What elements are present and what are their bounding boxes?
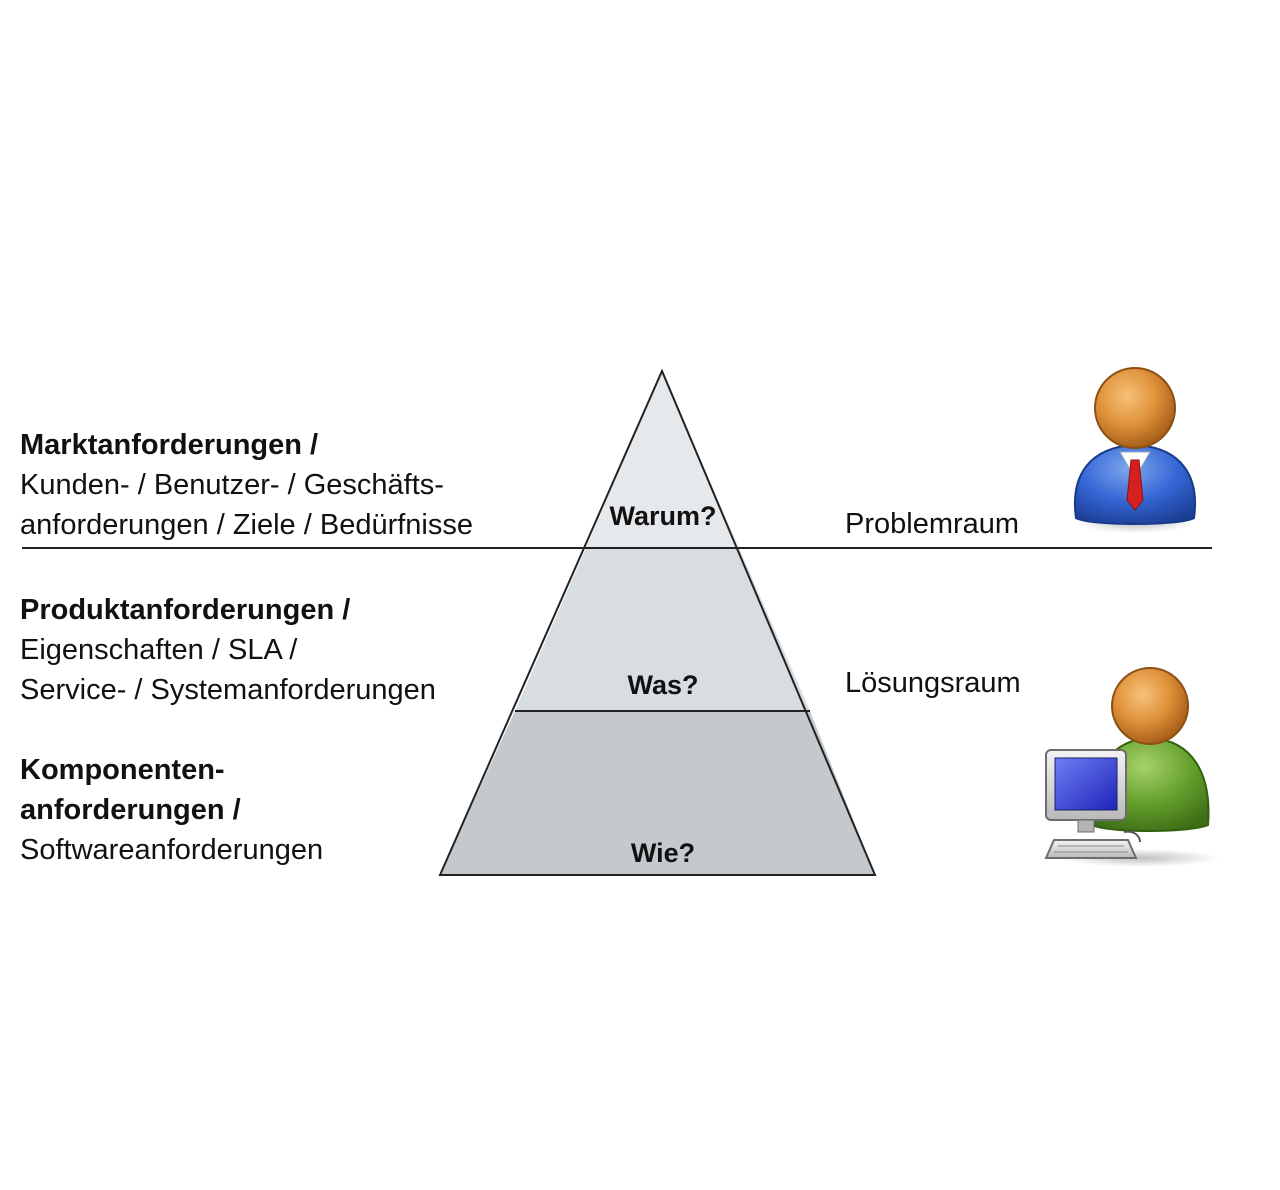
problem-space-label: Problemraum: [845, 508, 1020, 540]
product-requirements-line-1: Eigenschaften / SLA /: [20, 634, 298, 666]
market-requirements-line-1: Kunden- / Benutzer- / Geschäfts-: [20, 469, 444, 501]
market-requirements-title: Marktanforderungen /: [20, 429, 319, 461]
computer-user-icon: [1044, 667, 1220, 867]
component-requirements-title-2: anforderungen /: [20, 794, 241, 826]
market-requirements-line-2: anforderungen / Ziele / Bedürfnisse: [20, 509, 473, 541]
pyramid-outline: [438, 368, 877, 876]
solution-space-label: Lösungsraum: [845, 667, 1021, 699]
pyramid-tier-middle: [515, 548, 810, 711]
pyramid-tier-bottom: [440, 711, 875, 875]
product-requirements-line-2: Service- / Systemanforderungen: [20, 674, 436, 706]
component-requirements-title-1: Komponenten-: [20, 754, 225, 786]
business-user-icon: [1074, 367, 1196, 533]
market-requirements-text: Marktanforderungen / Kunden- / Benutzer-…: [20, 425, 473, 545]
question-why: Warum?: [609, 501, 717, 531]
product-requirements-title: Produktanforderungen /: [20, 594, 351, 626]
component-requirements-line-1: Softwareanforderungen: [20, 834, 324, 866]
question-what: Was?: [627, 670, 699, 700]
pyramid-tier-top: [586, 371, 739, 548]
product-requirements-text: Produktanforderungen / Eigenschaften / S…: [20, 590, 436, 710]
question-how: Wie?: [630, 838, 696, 868]
component-requirements-text: Komponenten- anforderungen / Softwareanf…: [20, 750, 323, 870]
